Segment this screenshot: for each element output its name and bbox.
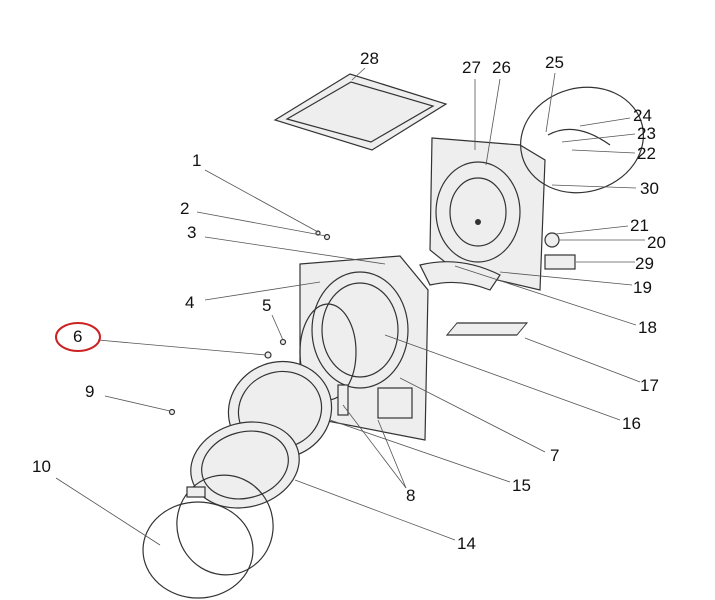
label-20: 20 — [647, 233, 666, 252]
label-30: 30 — [640, 179, 659, 198]
label-24: 24 — [633, 106, 652, 125]
part-door-glass — [142, 501, 254, 599]
label-15: 15 — [512, 476, 531, 495]
label-17: 17 — [640, 376, 659, 395]
part-small-motor — [544, 232, 560, 248]
part-filter-housing — [419, 261, 501, 291]
part-top-lid — [273, 73, 448, 151]
label-9: 9 — [85, 382, 95, 401]
label-25: 25 — [545, 53, 564, 72]
part-drum-seal — [520, 86, 644, 194]
label-7: 7 — [550, 446, 560, 465]
label-29: 29 — [635, 254, 654, 273]
label-5: 5 — [262, 296, 272, 315]
label-3: 3 — [187, 223, 197, 242]
label-1: 1 — [192, 151, 202, 170]
label-22: 22 — [637, 144, 656, 163]
label-8: 8 — [406, 486, 416, 505]
part-screw-2 — [323, 233, 331, 241]
leader-lines — [55, 67, 645, 546]
label-19: 19 — [633, 278, 652, 297]
part-rear-frame — [429, 137, 546, 291]
label-26: 26 — [492, 58, 511, 77]
highlight-circle — [55, 322, 101, 352]
label-2: 2 — [180, 199, 190, 218]
part-lint-filter-cover — [445, 322, 529, 336]
label-16: 16 — [622, 414, 641, 433]
label-14: 14 — [457, 534, 476, 553]
label-6: 6 — [73, 327, 83, 346]
part-hinge — [337, 384, 349, 416]
label-21: 21 — [630, 216, 649, 235]
part-heating-element — [547, 128, 611, 146]
part-door-frame — [176, 474, 274, 576]
label-23: 23 — [637, 124, 656, 143]
label-27: 27 — [462, 58, 481, 77]
part-sensor — [544, 254, 576, 270]
part-screw-5 — [279, 338, 287, 346]
label-28: 28 — [360, 49, 379, 68]
part-door-inner-ring — [190, 421, 300, 509]
label-4: 4 — [185, 293, 195, 312]
label-10: 10 — [32, 457, 51, 476]
part-screw-9 — [168, 408, 176, 416]
label-18: 18 — [638, 318, 657, 337]
